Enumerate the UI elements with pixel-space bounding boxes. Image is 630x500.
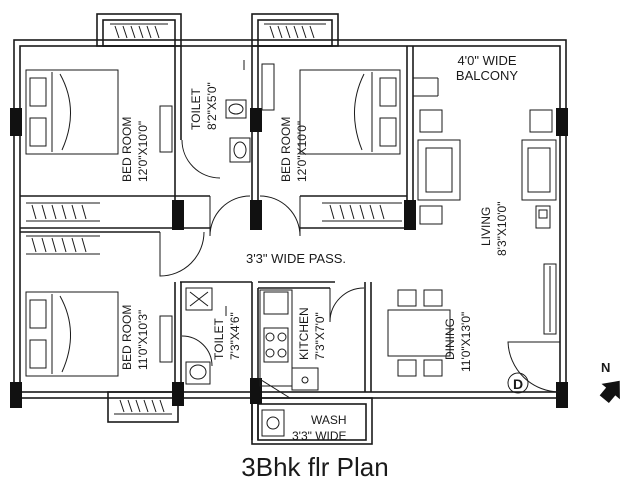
bedroom-2-size: 12'0"X10'0" bbox=[295, 121, 309, 182]
bedroom-3-size: 11'0"X10'3" bbox=[136, 310, 150, 370]
living-name: LIVING bbox=[479, 207, 493, 246]
main-door-marker: D bbox=[507, 372, 529, 394]
living-size: 8'3"X10'0" bbox=[495, 202, 509, 256]
bedroom-1-size: 12'0"X10'0" bbox=[136, 121, 150, 182]
living-furniture bbox=[417, 109, 557, 229]
toilet-2-name: TOILET bbox=[212, 318, 226, 360]
dining-name: DINING bbox=[443, 318, 457, 360]
toilet-2-fixtures bbox=[185, 287, 227, 385]
balcony-line-2: BALCONY bbox=[456, 68, 518, 83]
passage-label: 3'3" WIDE PASS. bbox=[246, 251, 346, 266]
kitchen-size: 7'3"X7'0" bbox=[313, 312, 327, 360]
wall-windows bbox=[26, 202, 557, 335]
toilet-1-size: 8'2"X5'0" bbox=[205, 82, 219, 130]
wash-name: WASH bbox=[311, 413, 347, 427]
bottom-window-bay bbox=[107, 391, 179, 423]
dining-set bbox=[387, 289, 451, 377]
toilet-1-fixtures bbox=[225, 60, 251, 163]
wash-area-walls bbox=[251, 397, 373, 445]
kitchen-counter bbox=[259, 289, 319, 391]
bed-bedroom-1 bbox=[25, 69, 119, 155]
wash-size: 3'3" WIDE bbox=[292, 429, 347, 443]
bed-bedroom-2 bbox=[299, 69, 401, 155]
toilet-2-size: 7'3"X4'6" bbox=[228, 312, 242, 360]
bedroom-1-name: BED ROOM bbox=[120, 117, 134, 182]
door-mark-label: D bbox=[513, 376, 523, 392]
toilet-1-name: TOILET bbox=[189, 88, 203, 130]
wardrobes bbox=[159, 63, 275, 363]
plan-caption: 3Bhk flr Plan bbox=[241, 452, 389, 482]
top-window-bays bbox=[96, 13, 339, 47]
interior-walls bbox=[20, 46, 439, 440]
kitchen-name: KITCHEN bbox=[297, 307, 311, 360]
door-swings bbox=[159, 139, 561, 399]
north-arrow-icon bbox=[599, 380, 620, 404]
north-arrow: N bbox=[599, 360, 620, 404]
bedroom-3-name: BED ROOM bbox=[120, 305, 134, 370]
bedroom-2-name: BED ROOM bbox=[279, 117, 293, 182]
north-arrow-label: N bbox=[601, 360, 610, 375]
room-labels: BED ROOM 12'0"X10'0" TOILET 8'2"X5'0" BE… bbox=[120, 53, 518, 443]
columns bbox=[10, 108, 568, 408]
balcony-line-1: 4'0" WIDE bbox=[457, 53, 516, 68]
dining-size: 11'0"X13'0" bbox=[459, 312, 473, 372]
bed-bedroom-3 bbox=[25, 291, 119, 377]
